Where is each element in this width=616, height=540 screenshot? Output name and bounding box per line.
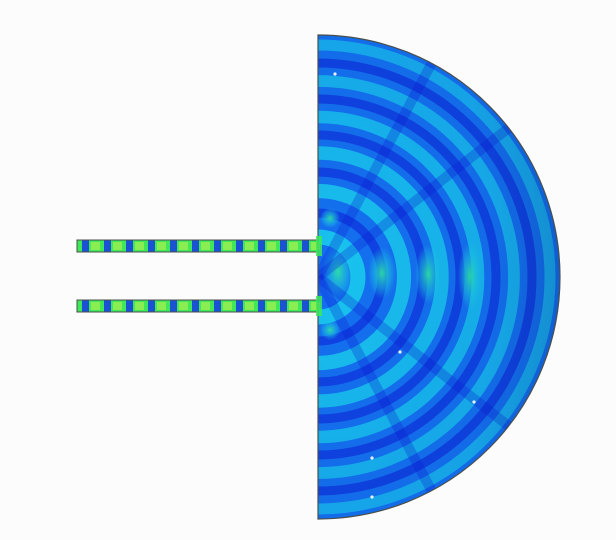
speckle-dots (333, 72, 476, 499)
waveguide-band (302, 240, 309, 252)
waveguide-crest (179, 242, 188, 250)
speckle-dot (472, 400, 476, 404)
waveguide-crest (113, 242, 122, 250)
waveguide-band (148, 240, 155, 252)
speckle-dot (398, 350, 402, 354)
waveguide-band (126, 240, 133, 252)
waveguide-band (82, 240, 89, 252)
aperture-markers (316, 236, 322, 316)
waveguide-band (258, 300, 265, 312)
waveguide-band (214, 240, 221, 252)
waveguide-crest (113, 302, 122, 310)
waveguide-band (82, 300, 89, 312)
waveguide-lower (76, 299, 320, 313)
waveguide-band (104, 300, 111, 312)
waveguide-band (214, 300, 221, 312)
waveguide-band (302, 300, 309, 312)
waveguide-crest (223, 242, 232, 250)
waveguide-band (280, 240, 287, 252)
waveguide-band (258, 240, 265, 252)
waveguide-band (170, 240, 177, 252)
waveguide-crest (135, 242, 144, 250)
domain-outline (317, 34, 561, 520)
waveguide-band (236, 240, 243, 252)
waveguide-band (148, 300, 155, 312)
waveguide-crest (157, 302, 166, 310)
waveguide-crest (135, 302, 144, 310)
waveguide-crest (223, 302, 232, 310)
speckle-dot (333, 72, 337, 76)
waveguide-upper (76, 239, 320, 253)
waveguide-crest (245, 302, 254, 310)
waveguide-band (192, 300, 199, 312)
waveguide-band (192, 240, 199, 252)
waveguide-crest (289, 302, 298, 310)
waveguide-band (280, 300, 287, 312)
waveguide-crest (91, 302, 100, 310)
waveguide-band (170, 300, 177, 312)
waveguide-crest (289, 242, 298, 250)
speckle-dot (370, 456, 374, 460)
waveguide-crest (311, 242, 320, 250)
waveguide-crest (157, 242, 166, 250)
waveguide-crest (267, 302, 276, 310)
waveguide-crest (201, 242, 210, 250)
waveguide-crest (91, 242, 100, 250)
waveguide-crest (267, 242, 276, 250)
waveguide-crest (245, 242, 254, 250)
waveguide-band (104, 240, 111, 252)
waveguide-band (126, 300, 133, 312)
speckle-dot (370, 495, 374, 499)
semicircle-domain (317, 34, 561, 520)
waveguide-crest (311, 302, 320, 310)
waveguide-band (236, 300, 243, 312)
waveguide-crest (179, 302, 188, 310)
waveguide-crest (201, 302, 210, 310)
